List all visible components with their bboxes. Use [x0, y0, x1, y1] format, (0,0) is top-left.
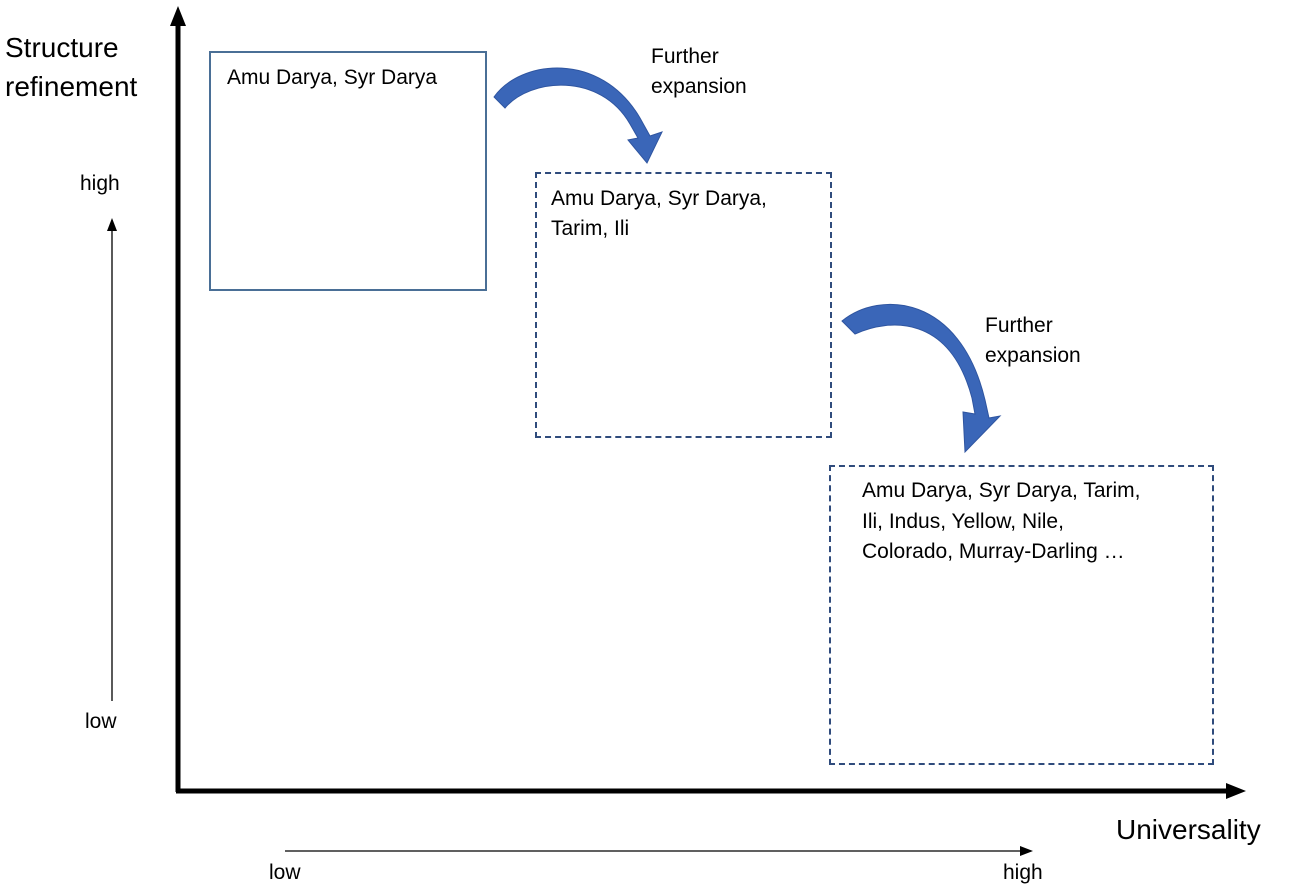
stage-3-label-line3: Colorado, Murray-Darling …: [862, 540, 1125, 563]
stage-3-label-line2: Ili, Indus, Yellow, Nile,: [862, 510, 1064, 533]
y-scale-arrowhead: [107, 218, 117, 231]
stage-1-label-line1: Amu Darya, Syr Darya: [227, 66, 438, 89]
expansion-arrow-2: [841, 303, 1002, 454]
transition-1-label-line1: Further: [651, 45, 719, 68]
x-scale-arrowhead: [1020, 846, 1033, 856]
x-low-label: low: [269, 861, 301, 884]
expansion-arrow-1: [493, 67, 663, 164]
transition-2-label-line1: Further: [985, 314, 1053, 337]
x-axis-arrowhead: [1226, 783, 1246, 799]
y-low-label: low: [85, 710, 117, 733]
stage-2-label-line1: Amu Darya, Syr Darya,: [551, 187, 767, 210]
y-axis-arrowhead: [170, 6, 186, 26]
y-axis-title-line1: Structure: [5, 32, 119, 63]
x-axis-title: Universality: [1116, 814, 1261, 845]
stage-box-2: Amu Darya, Syr Darya, Tarim, Ili: [535, 172, 832, 438]
y-axis-title-line2: refinement: [5, 71, 138, 102]
transition-1-label-line2: expansion: [651, 75, 747, 98]
stage-box-1: Amu Darya, Syr Darya: [209, 51, 487, 291]
y-high-label: high: [80, 172, 120, 195]
transition-2-label-line2: expansion: [985, 344, 1081, 367]
x-high-label: high: [1003, 861, 1043, 884]
stage-box-3: Amu Darya, Syr Darya, Tarim, Ili, Indus,…: [829, 465, 1214, 765]
stage-3-label-line1: Amu Darya, Syr Darya, Tarim,: [862, 479, 1141, 502]
stage-2-label-line2: Tarim, Ili: [551, 217, 630, 240]
